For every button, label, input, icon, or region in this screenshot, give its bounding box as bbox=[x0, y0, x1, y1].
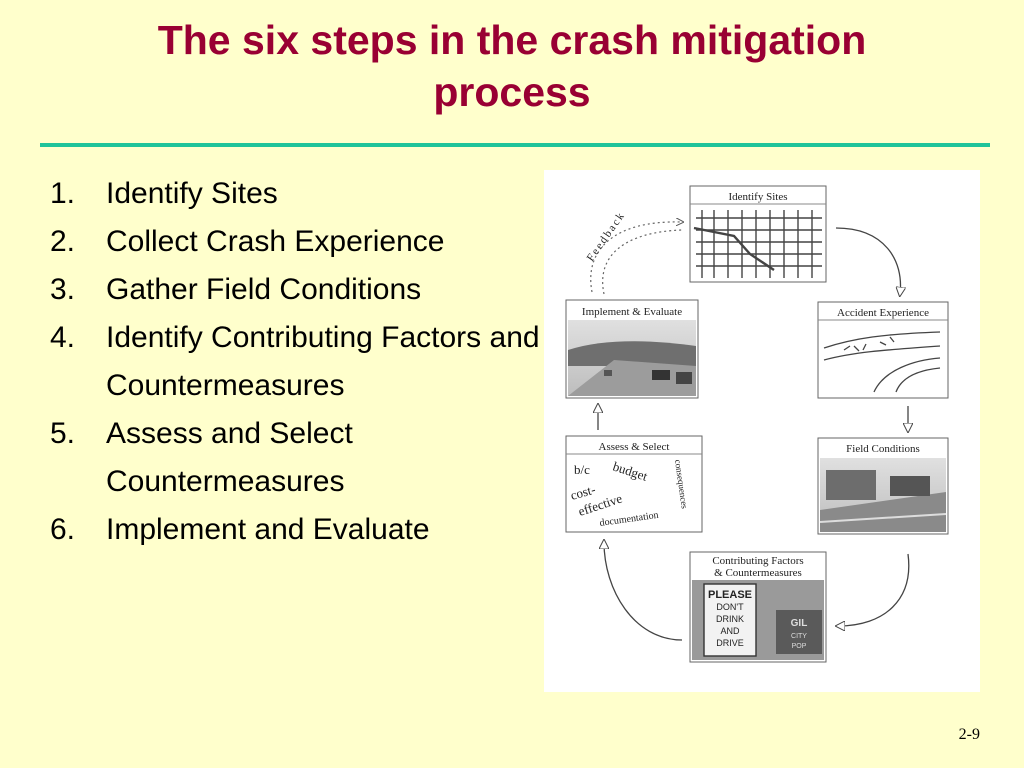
step-item: 1. Identify Sites bbox=[50, 170, 540, 218]
field-conditions-label: Field Conditions bbox=[846, 443, 920, 455]
step-number: 2. bbox=[50, 225, 76, 258]
page-number: 2-9 bbox=[958, 726, 980, 743]
sign-line-3: DRINK bbox=[716, 614, 744, 624]
process-diagram: Feedback Identify Sites Accident Experie bbox=[544, 170, 980, 692]
flow-arrows bbox=[598, 227, 910, 641]
crash-diagram-icon bbox=[823, 331, 941, 393]
step-item: 4. Identify Contributing Factors and Coun… bbox=[50, 314, 540, 410]
contributing-factors-label-1: Contributing Factors bbox=[712, 555, 803, 567]
sign-line-1: PLEASE bbox=[708, 589, 752, 601]
step-item: 2. Collect Crash Experience bbox=[50, 218, 540, 266]
step-text: Implement and Evaluate bbox=[106, 513, 430, 546]
assess-select-label: Assess & Select bbox=[599, 441, 670, 453]
step-number: 4. bbox=[50, 321, 76, 354]
implement-evaluate-box: Implement & Evaluate bbox=[565, 299, 699, 399]
step-number: 1. bbox=[50, 177, 76, 210]
city-sign-line-1: GIL bbox=[791, 618, 808, 629]
title-line-2: process bbox=[433, 69, 591, 115]
contributing-factors-box: Contributing Factors & Countermeasures P… bbox=[689, 551, 827, 663]
title-line-1: The six steps in the crash mitigation bbox=[157, 17, 867, 63]
step-item: 5. Assess and Select Countermeasures bbox=[50, 410, 540, 506]
sign-line-2: DON'T bbox=[716, 602, 744, 612]
field-conditions-box: Field Conditions bbox=[817, 437, 949, 535]
step-text: Collect Crash Experience bbox=[106, 225, 445, 258]
step-item: 3. Gather Field Conditions bbox=[50, 266, 540, 314]
steps-list: 1. Identify Sites 2. Collect Crash Experie… bbox=[50, 170, 540, 554]
city-sign-line-3: POP bbox=[792, 643, 807, 650]
cost-word: cost- bbox=[569, 481, 597, 502]
please-sign-photo: PLEASE DON'T DRINK AND DRIVE GIL CITY PO… bbox=[692, 580, 824, 660]
identify-sites-box: Identify Sites bbox=[689, 185, 827, 283]
field-photo bbox=[819, 458, 947, 532]
contributing-factors-label-2: & Countermeasures bbox=[714, 567, 802, 579]
step-number: 6. bbox=[50, 513, 76, 546]
identify-sites-label: Identify Sites bbox=[729, 191, 788, 203]
step-text: Gather Field Conditions bbox=[106, 273, 422, 306]
step-item: 6. Implement and Evaluate bbox=[50, 506, 540, 554]
accident-experience-box: Accident Experience bbox=[817, 301, 949, 399]
street-grid-icon bbox=[693, 210, 822, 278]
arrow-field-to-contributing bbox=[838, 553, 910, 626]
step-number: 3. bbox=[50, 273, 76, 306]
bc-word: b/c bbox=[574, 462, 590, 477]
accident-experience-label: Accident Experience bbox=[837, 307, 929, 319]
assess-select-box: Assess & Select b/c budget cost- effecti… bbox=[565, 435, 703, 533]
arrow-contributing-to-assess bbox=[604, 542, 683, 641]
arrow-identify-to-accident bbox=[835, 227, 900, 294]
step-text: Identify Sites bbox=[106, 177, 278, 210]
highway-photo bbox=[568, 320, 696, 396]
feedback-arrow: Feedback bbox=[585, 209, 682, 295]
step-text: Assess and Select Countermeasures bbox=[106, 417, 353, 498]
sign-line-4: AND bbox=[720, 626, 740, 636]
implement-evaluate-label: Implement & Evaluate bbox=[582, 306, 682, 318]
title-divider bbox=[40, 143, 990, 147]
sign-line-5: DRIVE bbox=[716, 638, 744, 648]
step-text: Identify Contributing Factors and Counte… bbox=[106, 321, 540, 402]
feedback-label: Feedback bbox=[585, 209, 628, 264]
step-number: 5. bbox=[50, 417, 76, 450]
city-sign-line-2: CITY bbox=[791, 633, 807, 640]
slide-title: The six steps in the crash mitigation pr… bbox=[20, 14, 1004, 118]
